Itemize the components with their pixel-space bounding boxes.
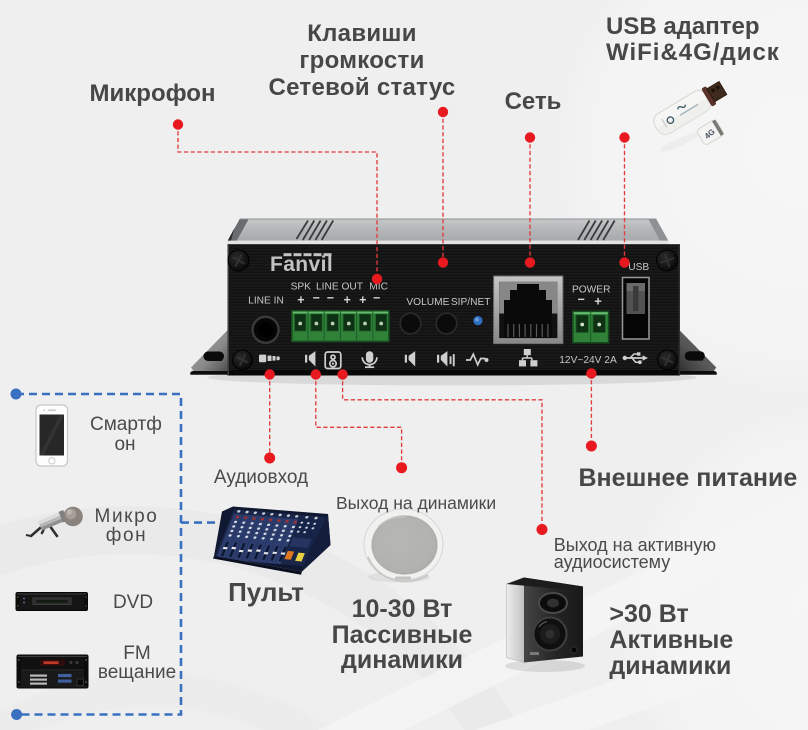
svg-text:LINE IN: LINE IN [248,295,284,306]
svg-text:+: + [594,294,602,309]
svg-text:+: + [297,293,304,307]
svg-text:POWER: POWER [572,285,611,296]
svg-text:Fanvil: Fanvil [270,253,333,276]
svg-text:−: − [327,291,334,305]
svg-text:+: + [359,293,366,307]
svg-text:−: − [373,291,380,305]
svg-text:LINE OUT: LINE OUT [316,282,363,293]
svg-text:+: + [344,293,351,307]
svg-text:−: − [578,293,585,307]
svg-text:12V~24V 2A: 12V~24V 2A [559,355,617,366]
svg-text:−: − [313,291,320,305]
svg-text:MIC: MIC [369,282,388,293]
svg-text:SIP/NET: SIP/NET [451,297,491,308]
svg-text:USB: USB [628,262,649,273]
svg-text:VOLUME: VOLUME [406,297,449,308]
svg-text:SPK: SPK [291,282,312,293]
